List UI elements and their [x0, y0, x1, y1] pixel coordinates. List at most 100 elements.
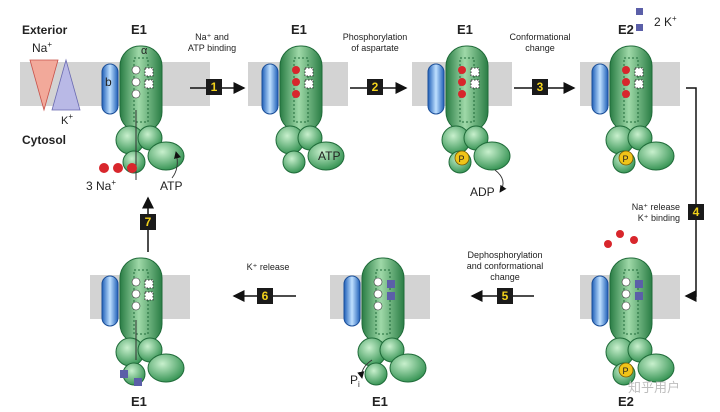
potassium-ions-cytosol: [120, 370, 142, 386]
step-6-number: 6: [262, 289, 269, 303]
k-site: [144, 79, 154, 89]
pump-state-2: [261, 45, 345, 174]
watermark: 知乎用户: [628, 380, 680, 395]
step-7-number: 7: [145, 215, 152, 229]
step-6-box: [257, 288, 273, 304]
state-label-6: E1: [372, 394, 388, 409]
three-na-label: 3 Na+: [86, 178, 116, 193]
na-site: [621, 289, 631, 299]
na-bound: [458, 90, 466, 98]
two-k-label: 2 K+: [654, 14, 677, 29]
na-site: [131, 65, 141, 75]
pump-state-4: P: [591, 45, 675, 174]
step-2-box: [367, 79, 383, 95]
k-site: [470, 67, 480, 77]
na-site: [131, 77, 141, 87]
state-label-4: E2: [618, 22, 634, 37]
phosphate-letter: P: [459, 154, 465, 164]
pump-state-7: [101, 257, 185, 386]
na-bound: [292, 78, 300, 86]
step-2-number: 2: [372, 80, 379, 94]
k-site: [634, 67, 644, 77]
na-site: [621, 301, 631, 311]
k-bound: [635, 292, 643, 300]
na-bound: [458, 66, 466, 74]
k-gradient-label: K+: [61, 112, 73, 127]
pump-state-1: b α: [101, 45, 185, 180]
k-site: [144, 291, 154, 301]
exterior-label: Exterior: [22, 23, 68, 37]
step-1-box: [206, 79, 222, 95]
step-1-number: 1: [211, 80, 218, 94]
phosphate-letter: P: [623, 154, 629, 164]
na-gradient-label: Na+: [32, 40, 52, 55]
sodium-ions-released: [604, 230, 638, 248]
step-6-text: K⁺ release: [247, 262, 290, 272]
na-site: [373, 277, 383, 287]
adp-arrow: [494, 169, 507, 193]
phosphate-group: [618, 150, 634, 166]
k-site: [144, 67, 154, 77]
phosphate-letter: P: [623, 366, 629, 376]
membrane-top: [20, 62, 680, 106]
state-label-3: E1: [457, 22, 473, 37]
na-site: [373, 301, 383, 311]
na-site: [131, 277, 141, 287]
na-site: [373, 289, 383, 299]
k-site: [470, 79, 480, 89]
atp-label-1: ATP: [160, 179, 182, 193]
pi-arrow: [357, 359, 373, 379]
step-5-box: [497, 288, 513, 304]
step-7-box: [140, 214, 156, 230]
atp-label-2: ATP: [318, 149, 340, 163]
state-label-5: E2: [618, 394, 634, 409]
cytosol-label: Cytosol: [22, 133, 66, 147]
na-site: [621, 277, 631, 287]
sodium-gradient-triangle: [29, 59, 59, 112]
beta-subunit-label: b: [105, 75, 112, 89]
na-site: [131, 301, 141, 311]
k-bound: [387, 280, 395, 288]
na-bound: [292, 66, 300, 74]
na-site: [131, 289, 141, 299]
k-site: [634, 79, 644, 89]
sodium-ions-cytosol: [99, 163, 137, 173]
na-bound: [458, 78, 466, 86]
step-3-number: 3: [537, 80, 544, 94]
k-bound: [387, 292, 395, 300]
k-bound: [635, 280, 643, 288]
step-4-box: [688, 204, 704, 220]
step-5-number: 5: [502, 289, 509, 303]
na-bound: [292, 90, 300, 98]
adp-label: ADP: [470, 185, 495, 199]
pump-state-6: [343, 257, 427, 386]
k-site: [144, 279, 154, 289]
na-bound: [622, 90, 630, 98]
na-site: [131, 89, 141, 99]
pump-state-3: P: [427, 45, 511, 174]
phosphate-group: [454, 150, 470, 166]
k-site: [304, 79, 314, 89]
k-site: [304, 67, 314, 77]
alpha-subunit-label: α: [141, 45, 148, 57]
na-bound: [622, 66, 630, 74]
phosphate-group: [618, 362, 634, 378]
step-3-box: [532, 79, 548, 95]
state-label-1: E1: [131, 22, 147, 37]
na-bound: [622, 78, 630, 86]
pump-state-5: P: [591, 257, 675, 386]
potassium-ions-exterior: [636, 8, 643, 31]
step-4-number: 4: [693, 205, 700, 219]
pi-label: Pi: [350, 373, 360, 389]
state-label-7: E1: [131, 394, 147, 409]
state-label-2: E1: [291, 22, 307, 37]
potassium-gradient-triangle: [51, 58, 81, 111]
step-4-arrow: [684, 87, 697, 302]
atp-arrow: [171, 151, 182, 179]
